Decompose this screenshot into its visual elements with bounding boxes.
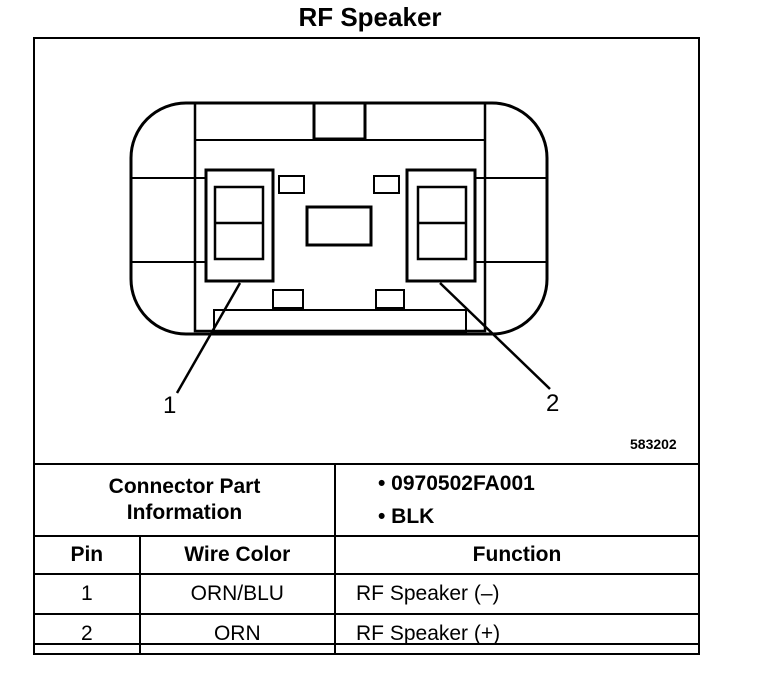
function-cell: RF Speaker (–) [334,573,700,615]
leader-line-2 [439,282,551,390]
pin-cell: 2 [33,613,141,655]
function-cell: RF Speaker (+) [334,613,700,655]
connector-part-label-line2: Information [126,501,243,524]
top-notch [312,101,367,141]
figure-code: 583202 [630,436,677,452]
callout-pin-1: 1 [163,392,177,419]
connector-inner-body [193,101,487,333]
part-color: • BLK [378,505,435,528]
connector-part-label-line1: Connector Part [108,475,261,498]
connector-part-label: Connector Part Information [33,463,336,537]
wire-color-cell: ORN [138,613,337,655]
connector-info-table: Connector Part Information • 0970502FA00… [33,463,700,655]
center-block [305,205,373,247]
table-row: 1 ORN/BLU RF Speaker (–) [33,573,700,615]
header-wire-color: Wire Color [138,535,337,575]
table-header-row: Pin Wire Color Function [33,535,700,575]
pin-cell: 1 [33,573,141,615]
connector-part-row: Connector Part Information • 0970502FA00… [33,463,700,537]
wire-color-cell: ORN/BLU [138,573,337,615]
terminal-cavity-1 [204,168,275,283]
leader-line-1 [175,282,242,394]
header-function: Function [334,535,700,575]
terminal-cavity-2 [405,168,477,283]
diagram-title: RF Speaker [298,2,442,32]
connector-part-values: • 0970502FA001 • BLK [334,463,700,537]
callout-pin-2: 2 [546,390,560,417]
table-row: 2 ORN RF Speaker (+) [33,613,700,655]
header-pin: Pin [33,535,141,575]
part-number: • 0970502FA001 [378,472,535,495]
